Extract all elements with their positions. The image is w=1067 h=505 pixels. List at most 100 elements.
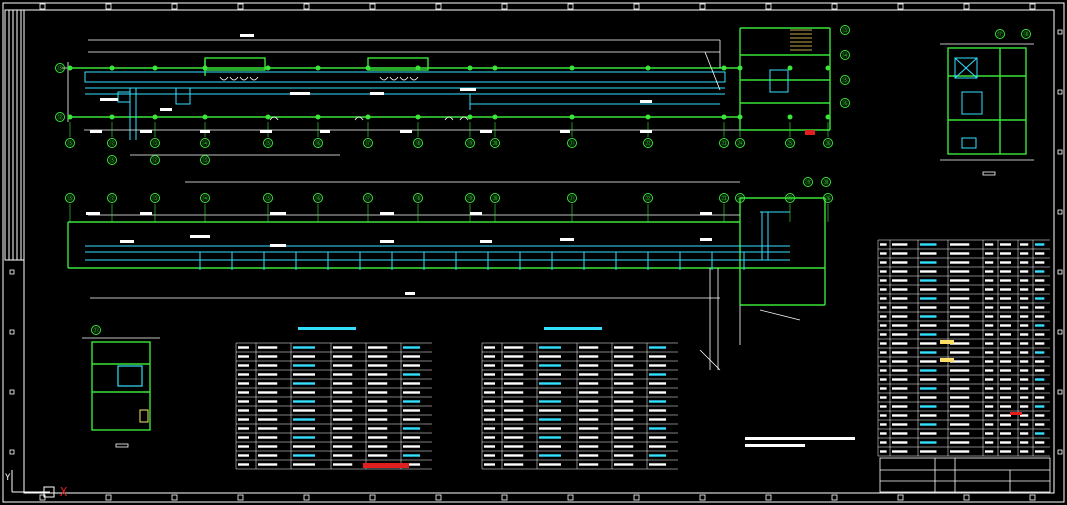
axis-label: ⑱ <box>415 140 421 148</box>
axis-label: ⑳ <box>823 179 829 187</box>
ucs-x-label: X <box>60 485 68 499</box>
axis-label: ⑮ <box>57 65 63 73</box>
axis-bubble: ⑲ <box>465 138 475 148</box>
material-table-1 <box>235 327 432 470</box>
frame-tick <box>1057 269 1063 275</box>
axis-label: ㉒ <box>645 140 651 148</box>
axis-bubble: ⑳ <box>821 177 831 187</box>
dimension-text <box>380 212 394 215</box>
dimension-text <box>100 98 118 101</box>
axis-bubble: ⑮ <box>840 75 850 85</box>
axis-label: ⑲ <box>467 195 473 203</box>
axis-bubble: ⑮ <box>65 138 75 148</box>
frame-tick <box>963 3 970 10</box>
axis-label: ㉖ <box>825 195 831 203</box>
frame-tick <box>105 494 112 501</box>
axis-label: ⑲ <box>805 179 811 187</box>
dimension-text <box>270 212 286 215</box>
axis-bubble: ㉒ <box>643 193 653 203</box>
dimension-text <box>260 130 272 133</box>
frame-tick <box>435 3 442 10</box>
material-table-2 <box>481 327 678 470</box>
axis-bubble: ㉓ <box>719 138 729 148</box>
axis-label: ⑭ <box>202 195 208 203</box>
axis-bubble: ㉑ <box>567 193 577 203</box>
axis-label: ㉔ <box>737 140 743 148</box>
axis-bubble: ㉒ <box>643 138 653 148</box>
axis-bubble: ⑫ <box>55 112 65 122</box>
frame-tick <box>303 494 310 501</box>
axis-bubble: ⑱ <box>413 138 423 148</box>
axis-label: ㉒ <box>645 195 651 203</box>
axis-bubble: ⑮ <box>65 193 75 203</box>
frame-tick <box>567 3 574 10</box>
axis-label: ⑳ <box>492 195 498 203</box>
axis-bubble: ⑰ <box>363 138 373 148</box>
frame-tick <box>831 494 838 501</box>
axis-label: ⑮ <box>67 195 73 203</box>
dimension-text <box>86 212 100 215</box>
frame-tick <box>1057 329 1063 335</box>
axis-bubble: ⑫ <box>150 155 160 165</box>
dimension-text <box>560 130 570 133</box>
axis-label: ㉔ <box>737 195 743 203</box>
drawing-notes <box>745 437 855 447</box>
frame-tick <box>633 494 640 501</box>
axis-bubble: ⑲ <box>465 193 475 203</box>
axis-bubble: ⑫ <box>107 138 117 148</box>
axis-bubble: ⑬ <box>840 25 850 35</box>
frame-tick <box>831 3 838 10</box>
axis-bubble: ⑮ <box>107 155 117 165</box>
ucs-y-label: Y <box>5 473 11 483</box>
axis-bubble: ㉑ <box>91 325 101 335</box>
dimension-text <box>640 130 652 133</box>
dimension-text <box>190 235 210 238</box>
dimension-text <box>700 238 712 241</box>
dimension-text <box>480 240 492 243</box>
axis-label: ⑬ <box>152 195 158 203</box>
dimension-text <box>290 92 310 95</box>
axis-bubble: ⑭ <box>840 50 850 60</box>
frame-tick <box>9 389 15 395</box>
axis-bubble: ⑳ <box>490 193 500 203</box>
axis-bubble: ㉖ <box>823 138 833 148</box>
section-view-right <box>940 43 1034 176</box>
axis-label: ⑱ <box>415 195 421 203</box>
axis-bubble: ⑭ <box>200 138 210 148</box>
axis-bubble: ⑳ <box>490 138 500 148</box>
axis-bubble: ⑮ <box>55 63 65 73</box>
frame-tick <box>501 3 508 10</box>
axis-label: ⑮ <box>67 140 73 148</box>
axis-label: ⑰ <box>365 195 371 203</box>
dimension-text <box>640 100 652 103</box>
dimension-text <box>160 108 172 111</box>
axis-bubble: ⑬ <box>200 155 210 165</box>
dimension-text <box>400 130 412 133</box>
axis-label: ㉓ <box>721 140 727 148</box>
dimension-text <box>320 130 330 133</box>
dimension-text <box>140 130 152 133</box>
axis-label: ⑰ <box>365 140 371 148</box>
axis-label: ⑯ <box>842 100 848 108</box>
frame-grid-ticks <box>9 3 1063 501</box>
axis-label: ⑬ <box>202 157 208 165</box>
frame-tick <box>9 329 15 335</box>
axis-label: ㉕ <box>787 195 793 203</box>
frame-tick <box>765 3 772 10</box>
axis-bubble: ⑯ <box>840 98 850 108</box>
axis-label: ⑯ <box>315 195 321 203</box>
frame-tick <box>501 494 508 501</box>
frame-tick <box>1057 149 1063 155</box>
title-block <box>879 457 1051 493</box>
dimension-text <box>120 240 134 243</box>
frame-tick <box>1029 494 1036 501</box>
frame-tick <box>39 3 46 10</box>
axis-bubble: ⑬ <box>150 193 160 203</box>
axis-label: ⑮ <box>265 195 271 203</box>
frame-tick <box>105 3 112 10</box>
elevation-view-middle <box>67 181 826 371</box>
section-view-left <box>82 337 160 448</box>
